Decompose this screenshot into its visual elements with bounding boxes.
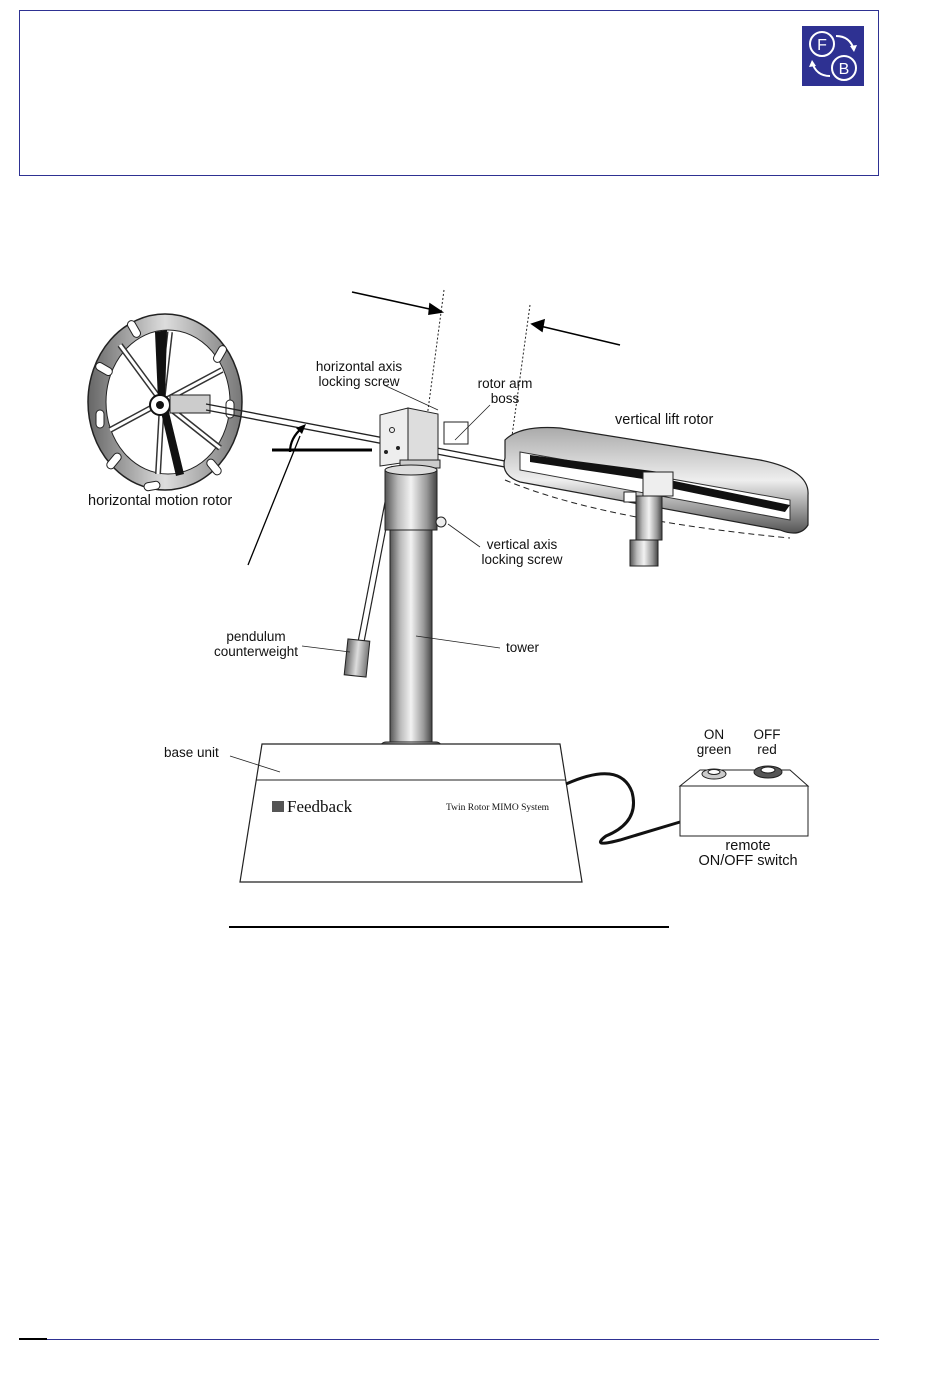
label-line: locking screw	[307, 374, 411, 389]
power-cable	[566, 774, 680, 843]
label-line: boss	[472, 391, 538, 406]
label-line: OFF	[745, 727, 789, 742]
label-line: red	[745, 742, 789, 757]
label-horizontal-axis-locking-screw: horizontal axis locking screw	[307, 359, 411, 389]
label-line: ON	[690, 727, 738, 742]
label-line: ON/OFF switch	[686, 854, 810, 869]
label-line: pendulum	[206, 629, 306, 644]
label-tower: tower	[506, 640, 539, 655]
tower	[380, 465, 446, 768]
label-off-button: OFF red	[745, 727, 789, 757]
footer-rule	[19, 1339, 879, 1340]
label-line: horizontal axis	[307, 359, 411, 374]
base-product-text: Twin Rotor MIMO System	[446, 803, 549, 814]
label-line: green	[690, 742, 738, 757]
label-line: rotor arm	[472, 376, 538, 391]
label-on-button: ON green	[690, 727, 738, 757]
label-line: remote	[686, 839, 810, 854]
label-line: vertical axis	[474, 537, 570, 552]
label-base-unit: base unit	[164, 745, 219, 760]
label-vertical-axis-locking-screw: vertical axis locking screw	[474, 537, 570, 567]
label-pendulum-counterweight: pendulum counterweight	[206, 629, 306, 659]
label-line: locking screw	[474, 552, 570, 567]
horizontal-motion-rotor	[88, 314, 242, 491]
label-rotor-arm-boss: rotor arm boss	[472, 376, 538, 406]
label-remote-switch: remote ON/OFF switch	[686, 839, 810, 869]
label-horizontal-motion-rotor: horizontal motion rotor	[88, 494, 232, 509]
pitch-angle-indicator	[248, 424, 372, 565]
label-vertical-lift-rotor: vertical lift rotor	[615, 413, 713, 428]
axis-arrows	[352, 292, 620, 345]
label-line: counterweight	[206, 644, 306, 659]
footer-page-mark	[19, 1338, 47, 1340]
rotor-arm-boss	[380, 408, 468, 468]
remote-switch-box	[680, 766, 808, 836]
base-brand-text: Feedback	[287, 797, 352, 816]
